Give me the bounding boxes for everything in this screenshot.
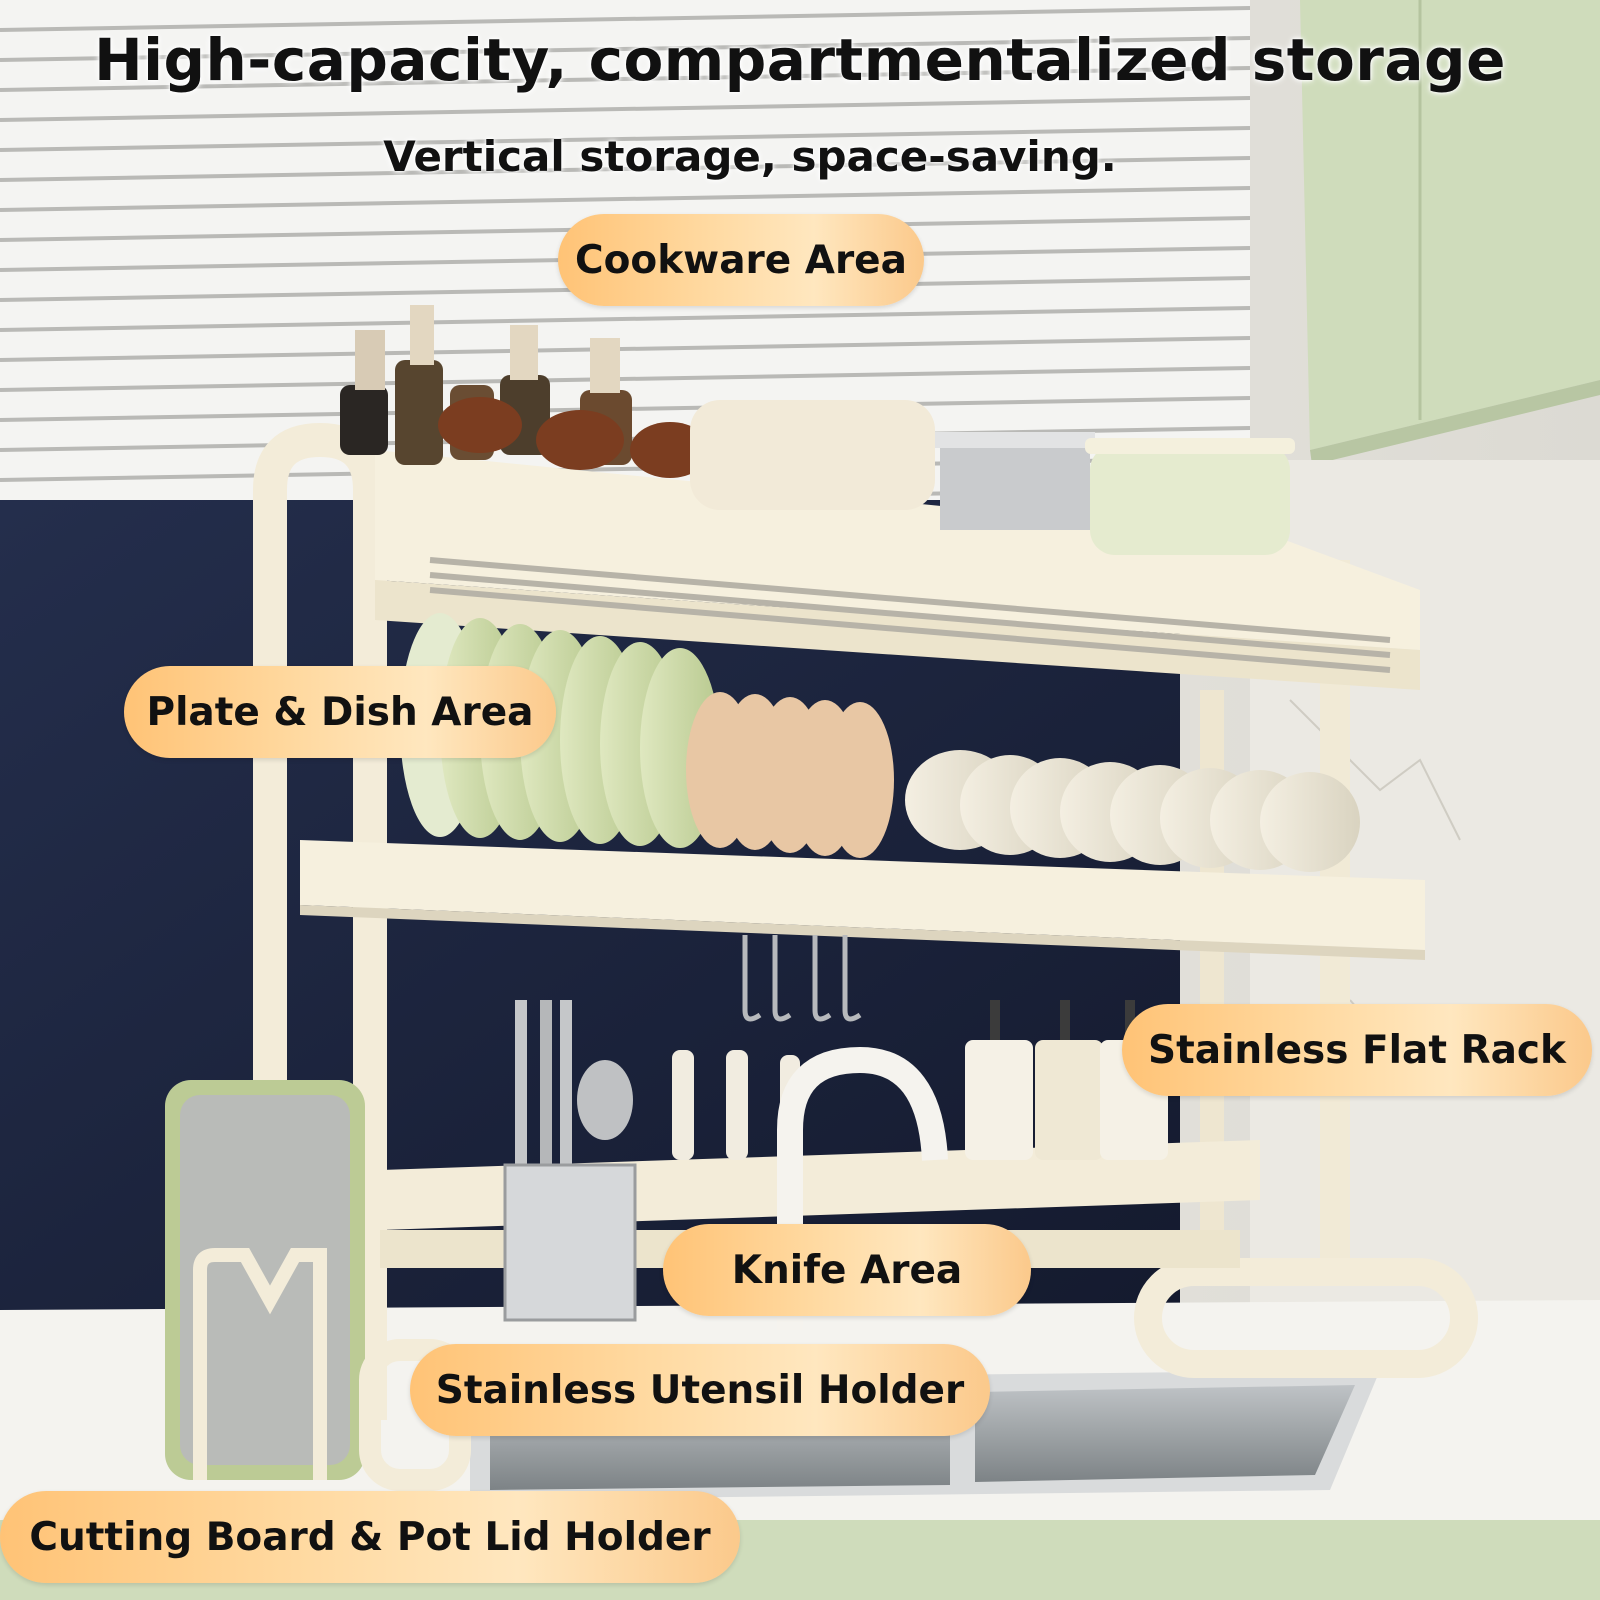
subheadline: Vertical storage, space-saving.: [383, 132, 1117, 181]
stainless-flat-rack-label: Stainless Flat Rack: [1122, 1004, 1592, 1096]
knife-area-label: Knife Area: [663, 1224, 1031, 1316]
plate-dish-area-label: Plate & Dish Area: [124, 666, 556, 758]
headline: High-capacity, compartmentalized storage: [94, 26, 1506, 94]
bowls: [905, 750, 1360, 872]
cutting-board-pot-lid-holder-label: Cutting Board & Pot Lid Holder: [0, 1491, 740, 1583]
cutting-board: [165, 1080, 365, 1480]
faucet: [777, 1046, 948, 1330]
dish-rack: [165, 305, 1478, 1491]
cookware-pots: [690, 400, 1295, 555]
hooks: [742, 935, 862, 1022]
upper-cabinet: [1300, 0, 1600, 482]
utensil-holder: [503, 1000, 637, 1322]
stainless-utensil-holder-label: Stainless Utensil Holder: [410, 1344, 990, 1436]
cookware-area-label: Cookware Area: [558, 214, 924, 306]
